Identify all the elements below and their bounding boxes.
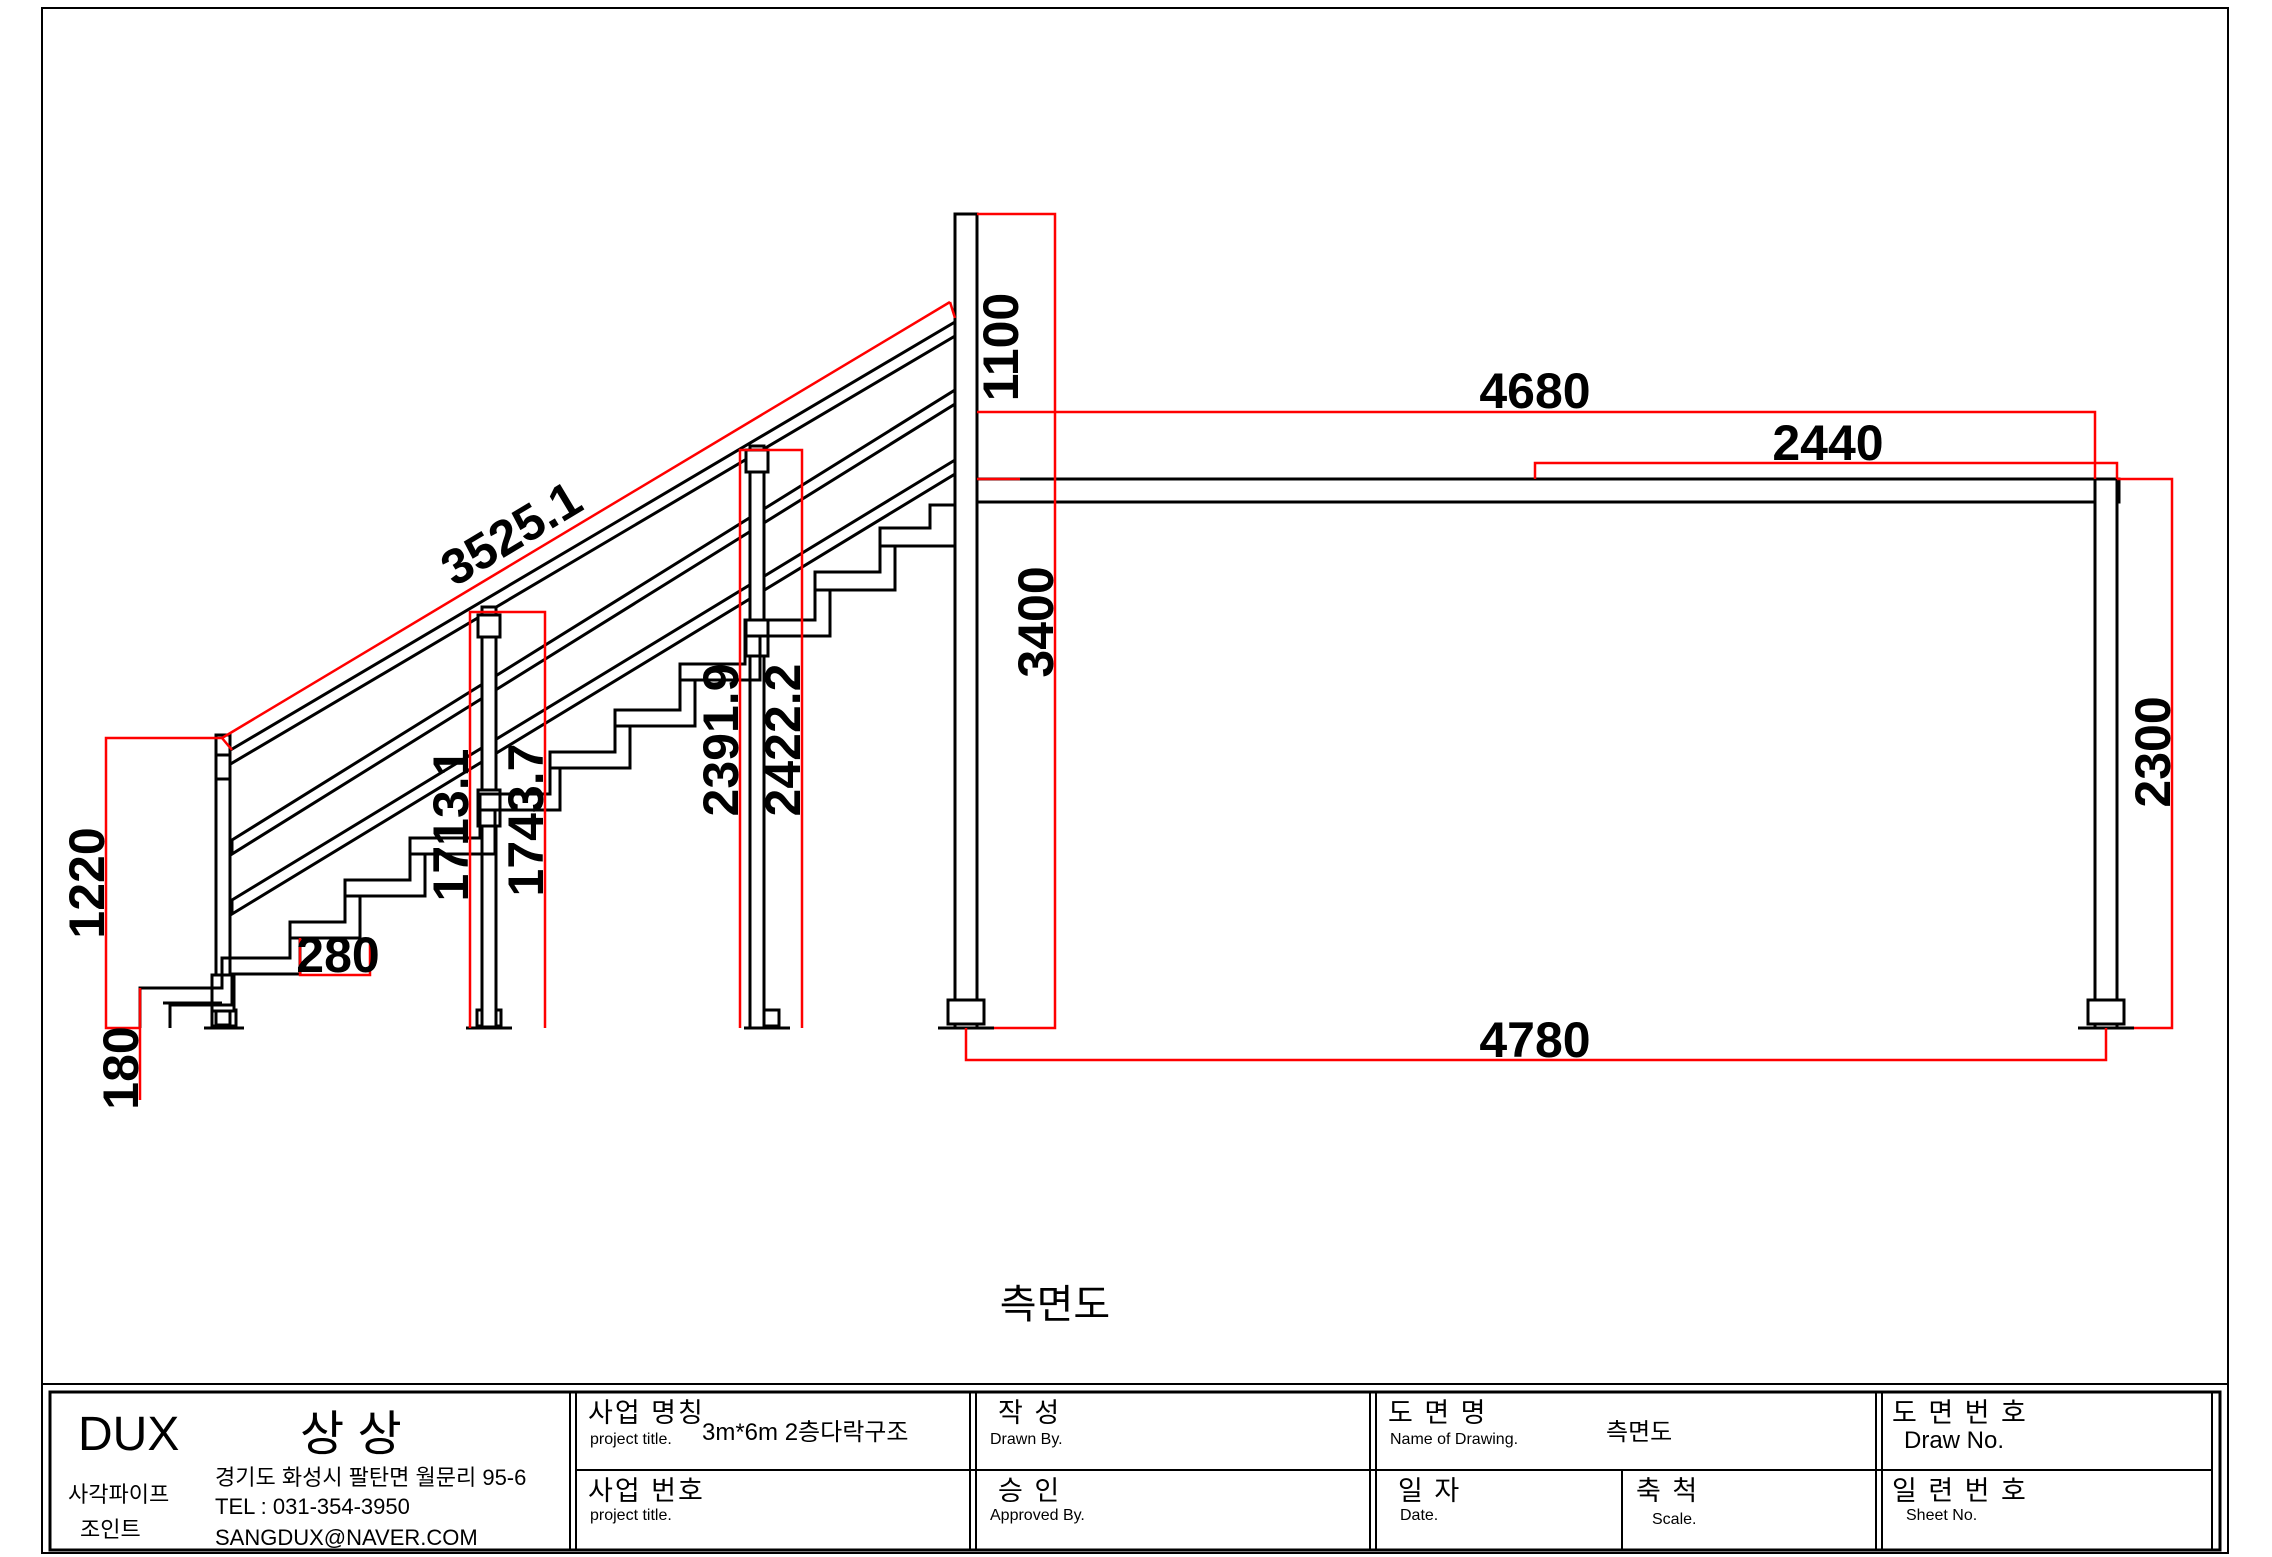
dim-post1-a: 1713.1 [423,749,479,902]
drawing-name-sub: Name of Drawing. [1390,1431,1518,1448]
stair-stringer [138,503,955,1028]
dim-diagonal: 3525.1 [431,470,591,597]
drawing-no-label: 도 면 번 호 [1892,1398,2028,1428]
drawing-no-sub: Draw No. [1904,1427,2004,1454]
sheet-border [41,7,2229,1554]
company-tel: TEL : 031-354-3950 [215,1494,410,1519]
date-sub: Date. [1400,1507,1438,1524]
dim-rail-height: 1220 [59,827,115,938]
drawn-by-sub: Drawn By. [990,1431,1063,1448]
dim-floor-height: 3400 [1008,566,1064,677]
date-label: 일 자 [1398,1476,1461,1506]
title-block: DUX 상 상 사각파이프 조인트 경기도 화성시 팔탄면 월문리 95-6 T… [42,1383,2228,1552]
floor-beam [975,477,2121,504]
project-name-value: 3m*6m 2층다락구조 [702,1419,908,1446]
dim-right-height: 2300 [2125,696,2181,807]
dim-post2-b: 2422.2 [755,664,811,817]
company-name: 상 상 [300,1408,402,1461]
company-tagline-1: 사각파이프 [68,1482,169,1507]
drawn-by-label: 작 성 [998,1398,1061,1428]
structure [138,212,2134,1030]
right-post [2093,477,2119,1030]
dim-span-upper: 4680 [1479,363,1590,419]
scale-label: 축 척 [1636,1476,1699,1506]
sheet-no-label: 일 련 번 호 [1892,1476,2028,1506]
project-no-label: 사업 번호 [588,1476,705,1506]
project-name-sub: project title. [590,1431,672,1448]
dim-tread: 280 [296,927,379,983]
company-address: 경기도 화성시 팔탄면 월문리 95-6 [215,1465,526,1490]
scale-sub: Scale. [1652,1511,1696,1528]
company-tagline-2: 조인트 [80,1517,141,1542]
approved-by-sub: Approved By. [990,1507,1085,1524]
dim-top-post: 1100 [973,293,1029,401]
dimension-lines [104,212,2174,1100]
view-caption: 측면도 [1000,1283,1110,1327]
company-brand: DUX [78,1408,179,1461]
approved-by-label: 승 인 [998,1476,1061,1506]
project-no-sub: project title. [590,1507,672,1524]
dim-beam: 2440 [1772,415,1883,471]
stair-post-3 [748,444,766,1030]
stair-post-1 [214,733,232,1027]
dim-first-step: 180 [93,1026,149,1109]
sheet-no-sub: Sheet No. [1906,1507,1977,1524]
drawing-name-value: 측면도 [1606,1419,1672,1446]
handrails [220,319,957,917]
dim-post2-a: 2391.9 [693,664,749,817]
dimension-labels: 3525.1 1220 180 280 1713.1 1743.7 2391.9… [59,293,2181,1110]
dim-post1-b: 1743.7 [498,744,554,897]
project-name-label: 사업 명칭 [588,1398,705,1428]
dim-span-lower: 4780 [1479,1012,1590,1068]
company-email: SANGDUX@NAVER.COM [215,1525,478,1550]
drawing-name-label: 도 면 명 [1388,1398,1488,1428]
